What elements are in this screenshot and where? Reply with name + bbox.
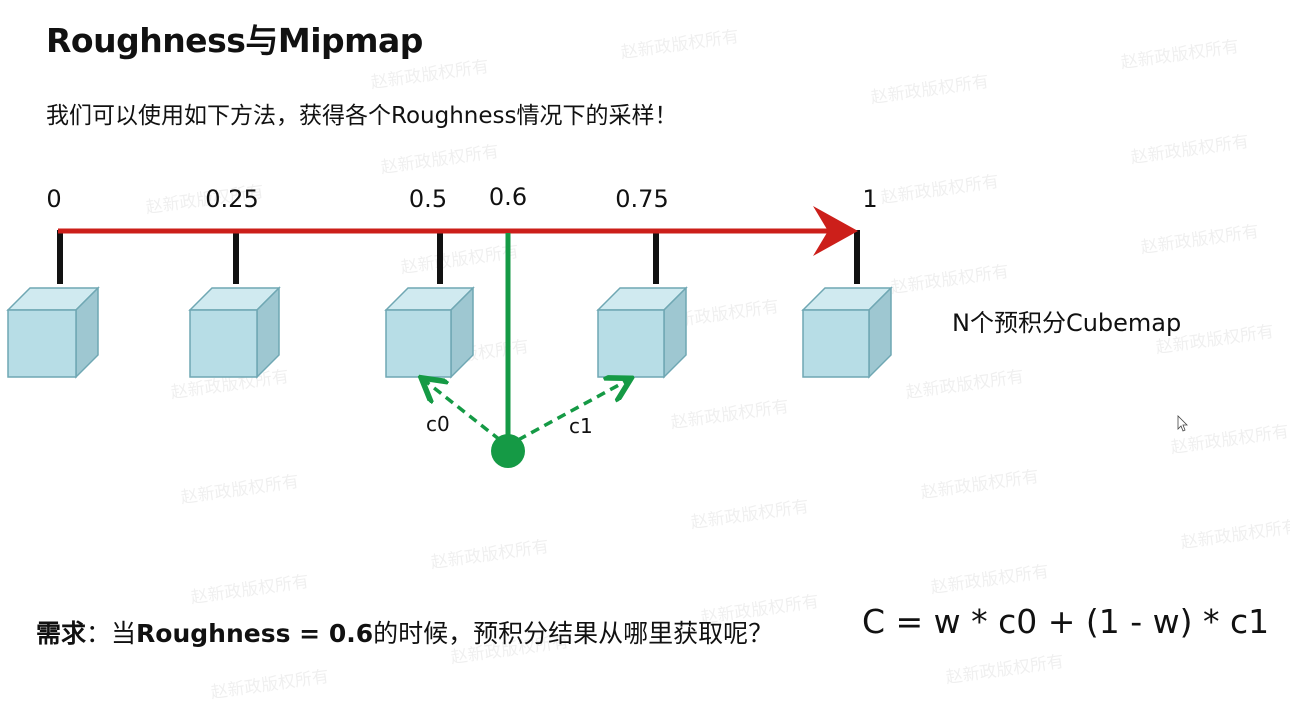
c0-label: c0 [426, 412, 450, 436]
slide-subtitle: 我们可以使用如下方法，获得各个Roughness情况下的采样！ [46, 103, 678, 129]
c1-arrow [517, 380, 628, 442]
slide-title: Roughness与Mipmap [46, 21, 423, 60]
requirement-heading: 需求 [36, 619, 87, 648]
tick-label-0-25: 0.25 [205, 185, 259, 213]
tick-label-0-75: 0.75 [615, 185, 669, 213]
requirement-rest: 的时候，预积分结果从哪里获取呢？ [373, 619, 774, 648]
cubemap-cube [596, 286, 688, 379]
cubemap-cube [801, 286, 893, 379]
interpolation-formula: C = w * c0 + (1 - w) * c1 [862, 602, 1270, 641]
requirement-colon: ：当 [86, 619, 137, 648]
requirement-bold: Roughness = 0.6 [136, 619, 374, 648]
sample-point [491, 434, 525, 468]
cubemap-cube [6, 286, 100, 379]
requirement-text: 需求：当Roughness = 0.6的时候，预积分结果从哪里获取呢？ [36, 614, 773, 650]
c0-arrow [424, 380, 502, 442]
tick-label-0-5: 0.5 [408, 185, 448, 213]
tick-label-1: 1 [862, 185, 878, 213]
tick-label-0-6: 0.6 [488, 183, 528, 211]
cubemap-caption: N个预积分Cubemap [952, 309, 1182, 337]
tick-label-0: 0 [46, 185, 62, 213]
cubemap-cube [188, 286, 281, 379]
cursor-icon [1177, 415, 1188, 432]
c1-label: c1 [569, 414, 593, 438]
cubemap-cube [384, 286, 475, 379]
